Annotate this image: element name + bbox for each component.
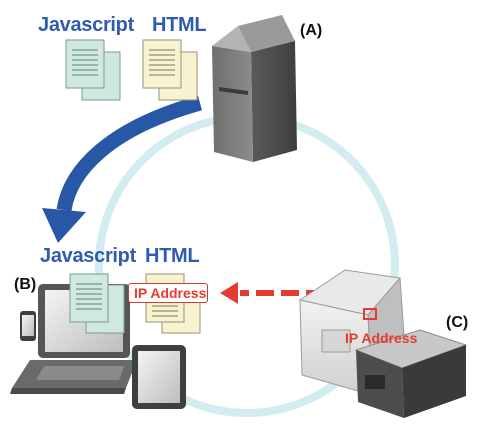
label-client: (B) bbox=[14, 276, 37, 293]
client-ip-address-label: IP Address bbox=[134, 285, 207, 301]
receipt-printer-icon bbox=[354, 329, 468, 418]
label-server: (A) bbox=[300, 22, 323, 39]
download-arrow bbox=[42, 95, 203, 243]
document-icon bbox=[65, 39, 121, 101]
printer-ip-address-label: IP Address bbox=[345, 330, 418, 346]
client-ip-address-box bbox=[128, 283, 208, 303]
tablet-icon bbox=[132, 345, 186, 409]
document-icon bbox=[69, 273, 125, 334]
smartphone-icon bbox=[20, 311, 36, 341]
label-printer: (C) bbox=[446, 314, 469, 331]
document-icon bbox=[142, 39, 198, 101]
server-javascript-label: Javascript bbox=[38, 14, 134, 36]
client-html-label: HTML bbox=[145, 245, 200, 267]
server-icon bbox=[212, 15, 297, 162]
client-javascript-label: Javascript bbox=[40, 245, 136, 267]
server-html-label: HTML bbox=[152, 14, 207, 36]
